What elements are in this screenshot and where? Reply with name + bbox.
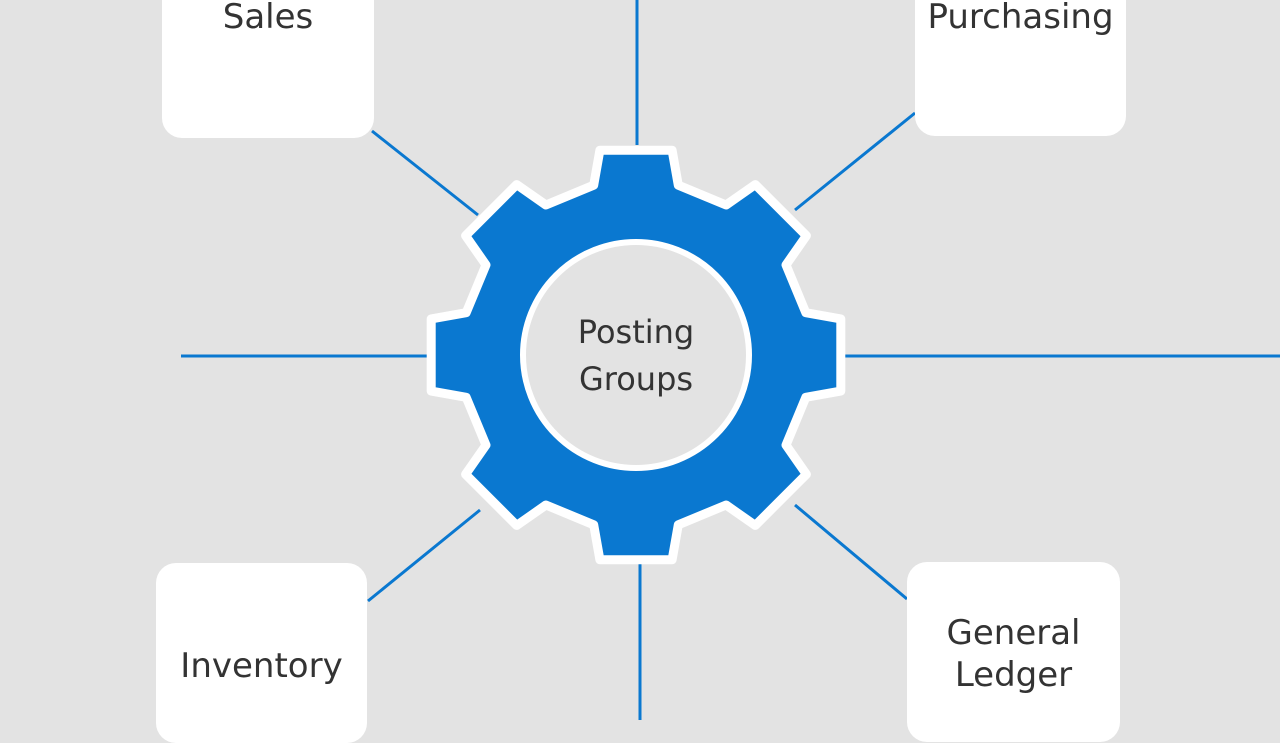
inventory-card: Inventory (156, 563, 367, 743)
general-ledger-card: General Ledger (907, 562, 1120, 742)
posting-groups-label: Posting Groups (525, 245, 747, 467)
connector-sales (371, 129, 479, 217)
posting-groups-line2: Groups (578, 360, 694, 398)
inventory-label: Inventory (180, 646, 343, 686)
connector-lines (181, 0, 1280, 720)
general-ledger-label-line1: General (946, 613, 1081, 653)
connector-general-ledger (794, 503, 908, 601)
purchasing-card: Purchasing (915, 0, 1126, 136)
connector-purchasing (794, 111, 916, 212)
sales-label: Sales (222, 0, 314, 37)
connector-inventory (367, 508, 481, 603)
posting-groups-diagram (181, 0, 1280, 720)
purchasing-label: Purchasing (927, 0, 1114, 37)
general-ledger-label-line2: Ledger (954, 655, 1073, 695)
sales-card: Sales (162, 0, 374, 138)
gear-icon (426, 145, 846, 565)
posting-groups-line1: Posting (577, 313, 695, 351)
gear-center (520, 239, 752, 471)
